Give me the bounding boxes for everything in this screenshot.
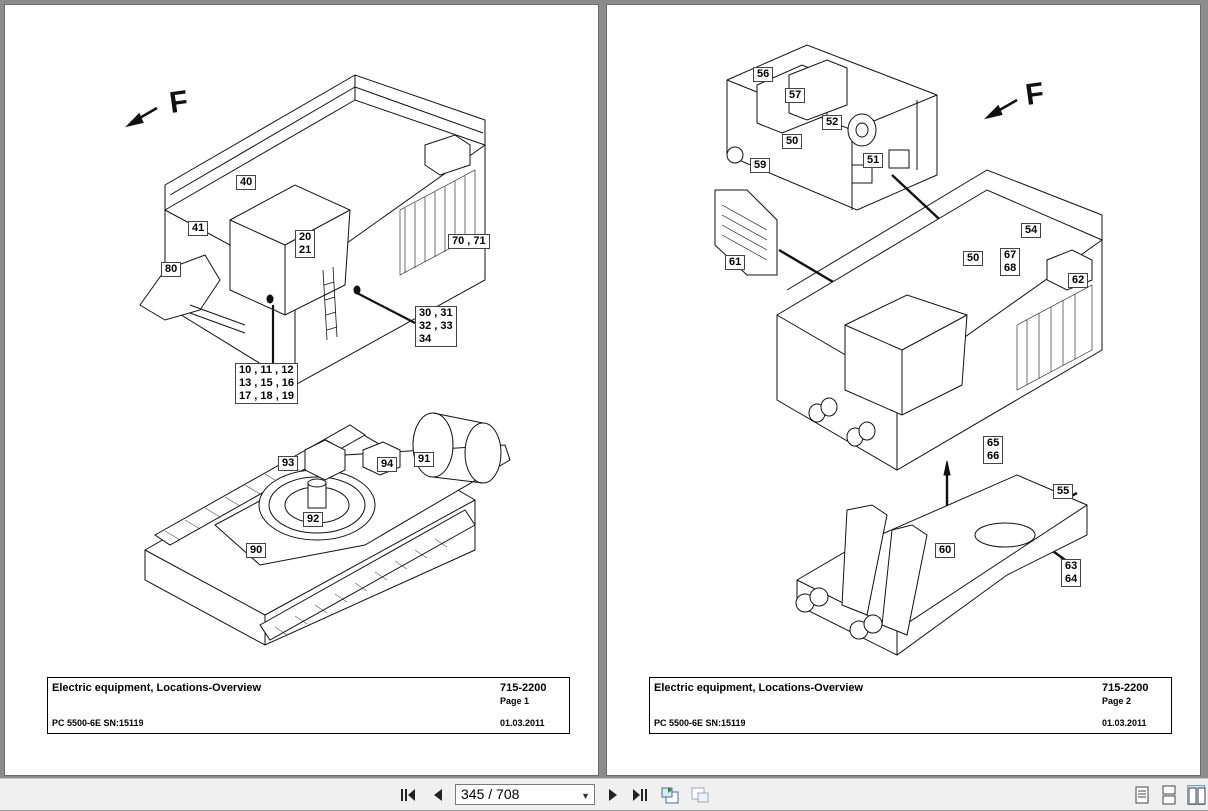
page-number-select[interactable]: 345 / 708 ▼ [455, 784, 595, 805]
callout-label: 54 [1021, 223, 1042, 238]
callout-label: 65 66 [983, 436, 1004, 464]
pdf-page-2: F [607, 5, 1200, 775]
drawing-date: 01.03.2011 [500, 718, 545, 728]
machine-upper-carriage-drawing: F [75, 36, 541, 646]
callout-label: 55 [1053, 484, 1074, 499]
callout-label: 50 [782, 134, 803, 149]
continuous-view-icon [1162, 785, 1176, 805]
callout-label: 56 [753, 67, 774, 82]
callout-label: 30 , 31 32 , 33 34 [415, 306, 457, 347]
go-back-button[interactable] [660, 785, 680, 805]
svg-text:·: · [75, 36, 76, 40]
svg-text:·: · [682, 36, 683, 40]
front-direction-arrow [125, 106, 158, 128]
callout-label: 90 [246, 543, 267, 558]
callout-label: 60 [935, 543, 956, 558]
drawing-code: 715-2200 [1102, 682, 1149, 694]
navigation-toolbar: 345 / 708 ▼ [0, 778, 1208, 810]
callout-label: 80 [161, 262, 182, 277]
callout-label: 10 , 11 , 12 13 , 15 , 16 17 , 18 , 19 [235, 363, 299, 404]
svg-text:F: F [167, 85, 190, 120]
next-page-button[interactable] [603, 785, 623, 805]
page-number-value: 345 / 708 [461, 786, 520, 802]
callout-label: 51 [863, 153, 884, 168]
last-page-button[interactable] [630, 785, 650, 805]
first-page-button[interactable] [398, 785, 418, 805]
machine-electrical-locations-drawing: F [682, 36, 1153, 656]
document-viewport[interactable]: F [0, 0, 1208, 778]
machine-model: PC 5500-6E SN:15119 [654, 718, 746, 728]
callout-label: 52 [822, 115, 843, 130]
drawing-page-label: Page 2 [1102, 696, 1132, 706]
callout-label: 62 [1068, 273, 1089, 288]
callout-label: 40 [236, 175, 257, 190]
last-page-icon [633, 789, 647, 801]
callout-label: 57 [785, 88, 806, 103]
front-direction-arrow [984, 98, 1018, 120]
drawing-title-block: Electric equipment, Locations-Overview 7… [47, 677, 570, 734]
callout-label: 61 [725, 255, 746, 270]
callout-label: 63 64 [1061, 559, 1082, 587]
callout-label: 91 [414, 452, 435, 467]
drawing-title: Electric equipment, Locations-Overview [52, 682, 262, 694]
drawing-date: 01.03.2011 [1102, 718, 1147, 728]
pdf-page-1: F [5, 5, 598, 775]
go-forward-icon [691, 787, 709, 803]
previous-page-button[interactable] [428, 785, 448, 805]
single-page-view-button[interactable] [1133, 785, 1151, 805]
svg-text:·: · [1152, 36, 1153, 40]
previous-page-icon [434, 789, 442, 801]
callout-label: 50 [963, 251, 984, 266]
callout-label: 93 [278, 456, 299, 471]
svg-text:·: · [540, 36, 541, 40]
go-forward-button[interactable] [690, 785, 710, 805]
drawing-code: 715-2200 [500, 682, 547, 694]
go-back-icon [661, 787, 679, 804]
machine-model: PC 5500-6E SN:15119 [52, 718, 144, 728]
two-page-view-button[interactable] [1187, 785, 1206, 805]
chevron-down-icon: ▼ [581, 791, 590, 801]
continuous-view-button[interactable] [1160, 785, 1178, 805]
callout-label: 94 [377, 457, 398, 472]
callout-label: 41 [188, 221, 209, 236]
svg-text:F: F [1023, 77, 1046, 112]
drawing-title: Electric equipment, Locations-Overview [654, 682, 864, 694]
callout-label: 92 [303, 512, 324, 527]
callout-label: 67 68 [1000, 248, 1021, 276]
drawing-title-block: Electric equipment, Locations-Overview 7… [649, 677, 1172, 734]
next-page-icon [609, 789, 617, 801]
callout-label: 59 [750, 158, 771, 173]
first-page-icon [401, 789, 415, 801]
single-page-view-icon [1135, 786, 1149, 804]
drawing-page-label: Page 1 [500, 696, 530, 706]
callout-label: 20 21 [295, 230, 316, 258]
two-page-view-icon [1188, 787, 1206, 805]
callout-label: 70 , 71 [448, 234, 490, 249]
